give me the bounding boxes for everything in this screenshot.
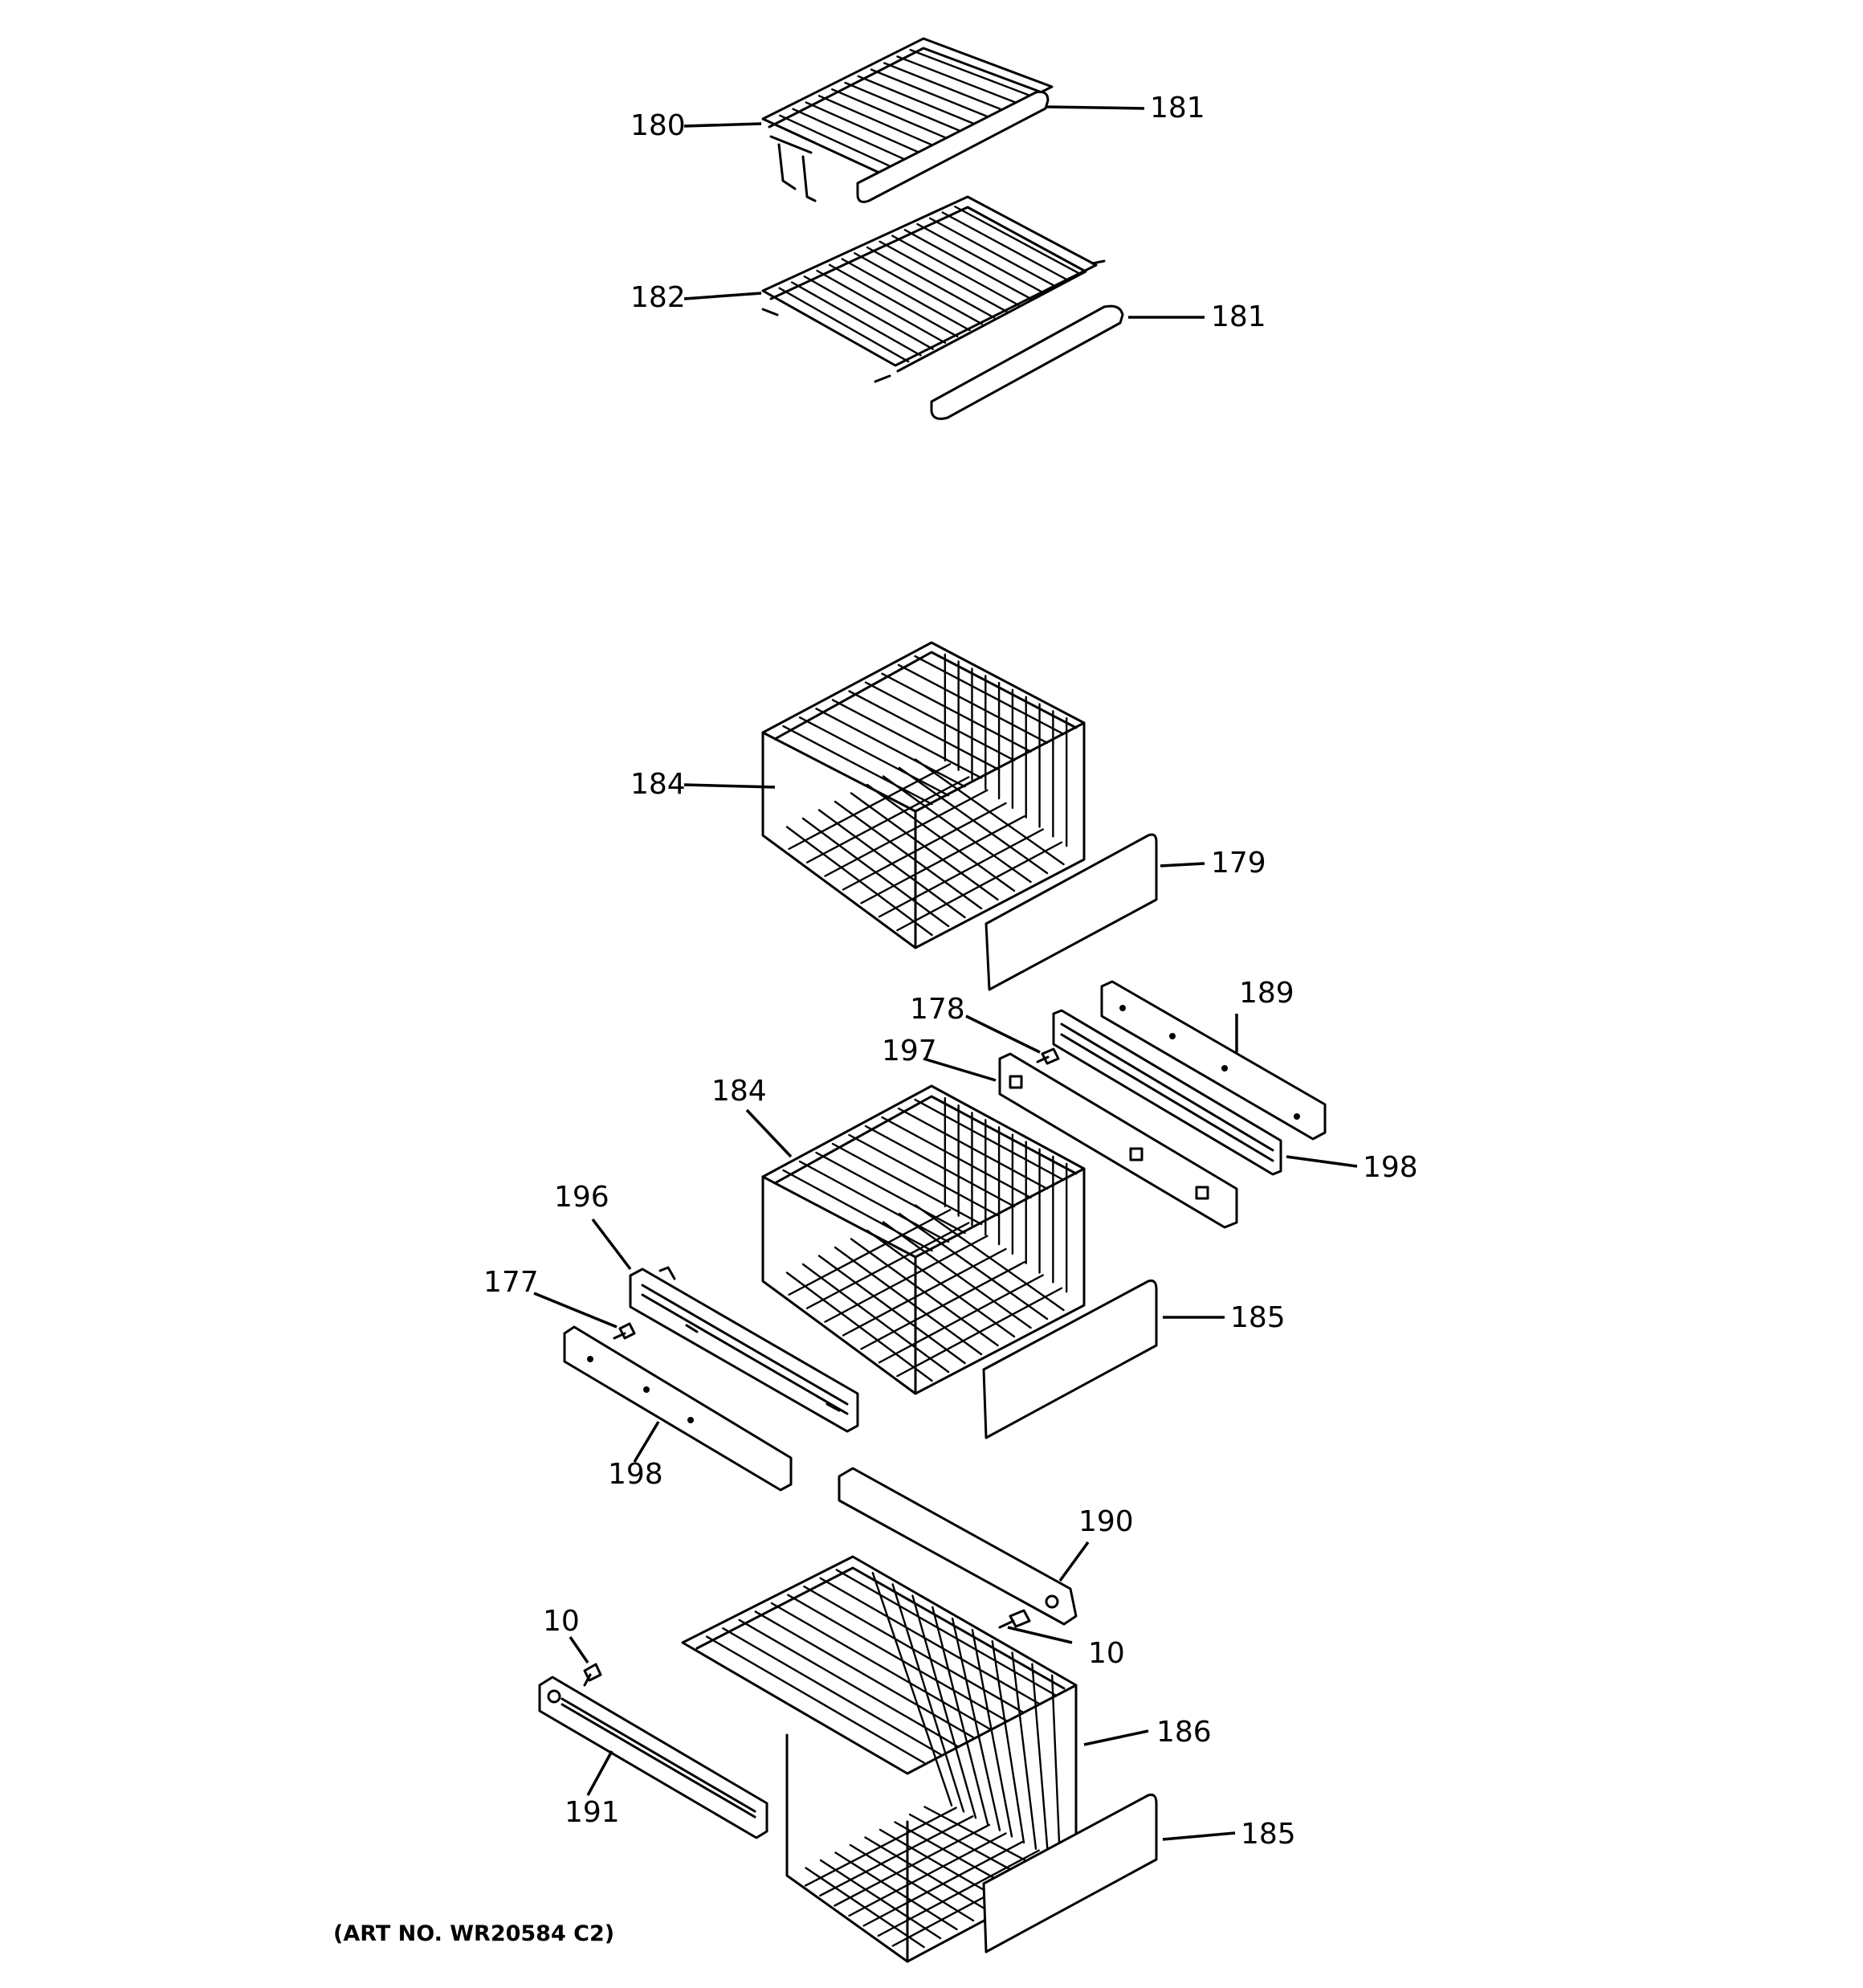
part-190-bolt-hole: [1045, 1594, 1059, 1609]
callout-191: 191: [565, 1796, 620, 1829]
callout-10-right: 10: [1088, 1637, 1125, 1670]
part-189-slide-cover: [1100, 980, 1327, 1141]
callout-196: 196: [554, 1181, 609, 1214]
callout-190: 190: [1078, 1505, 1134, 1538]
part-10-screw-left: [583, 1663, 602, 1687]
callout-185-lower: 185: [1241, 1818, 1296, 1851]
callout-10-left: 10: [543, 1605, 580, 1638]
callout-184-upper: 184: [630, 768, 686, 801]
part-197-mounting-bracket: [998, 1052, 1238, 1229]
part-198-rail-left: [563, 1325, 793, 1492]
callout-178: 178: [910, 993, 965, 1026]
part-185-basket-front-lower: [982, 1794, 1158, 1953]
part-181-shelf-trim-lower: [930, 304, 1124, 420]
part-184-wire-basket-lower: [761, 1084, 1086, 1395]
part-178-screw: [1036, 1047, 1060, 1065]
callout-186: 186: [1156, 1716, 1212, 1749]
callout-labels: 180 181 182 181 184 179 178 189 197 184 …: [483, 92, 1418, 1851]
callout-181-lower: 181: [1211, 300, 1266, 333]
callout-182: 182: [630, 281, 686, 314]
part-190-crossbar: [838, 1467, 1078, 1626]
part-177-screw: [613, 1322, 636, 1340]
leader-lines: [533, 105, 1358, 1841]
callout-184-lower: 184: [711, 1075, 767, 1108]
part-180-wire-shelf: [761, 37, 1054, 202]
callout-179: 179: [1211, 847, 1266, 880]
part-181-shelf-trim-upper: [856, 91, 1050, 203]
part-182-wire-shelf: [761, 195, 1106, 383]
callout-189: 189: [1239, 977, 1294, 1010]
part-186-deep-wire-basket: [681, 1555, 1078, 1963]
callout-177: 177: [483, 1266, 539, 1299]
part-10-screw-right: [998, 1609, 1031, 1629]
part-198-rail-holes: [587, 1356, 694, 1423]
part-185-basket-front-upper: [982, 1280, 1158, 1439]
part-179-basket-front: [984, 833, 1158, 991]
art-number: (ART NO. WR20584 C2): [333, 1921, 615, 1946]
callout-185-upper: 185: [1230, 1301, 1286, 1334]
part-197-slots: [1009, 1075, 1209, 1200]
callout-198-left: 198: [608, 1458, 663, 1491]
part-198-drawer-slide-right: [1052, 1009, 1282, 1176]
callout-197: 197: [882, 1035, 937, 1067]
callout-198-right: 198: [1363, 1151, 1418, 1184]
part-196-drawer-slide: [629, 1268, 859, 1433]
part-184-wire-basket-upper: [761, 641, 1086, 949]
callout-180: 180: [630, 109, 686, 142]
callout-181-upper: 181: [1150, 92, 1205, 125]
part-189-holes: [1119, 1005, 1300, 1120]
